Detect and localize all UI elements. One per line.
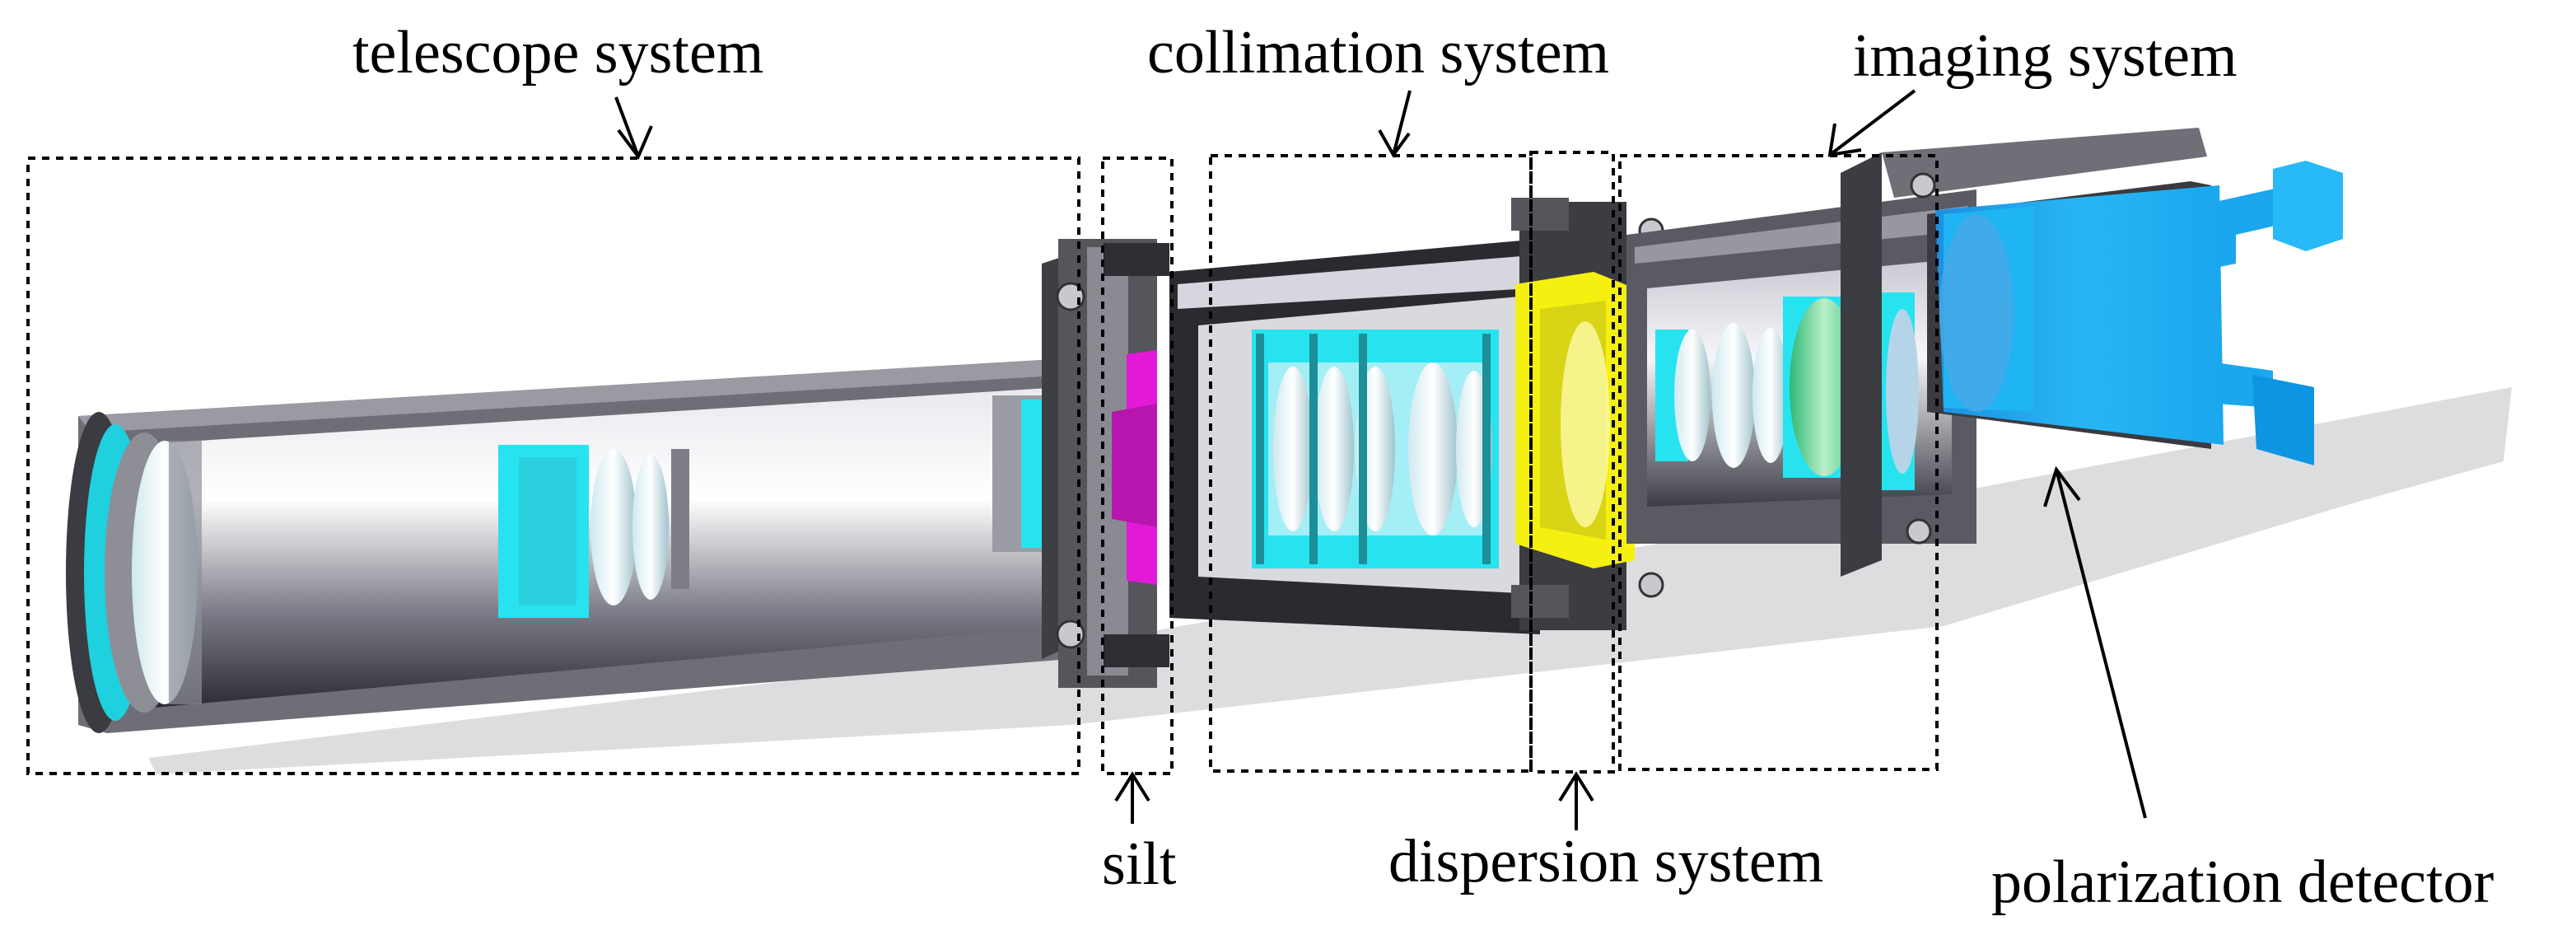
shadow xyxy=(148,387,2512,774)
polarization-detector xyxy=(1927,161,2343,465)
dispersion-arrow xyxy=(1558,771,1594,830)
dispersion-system-box xyxy=(1529,151,1615,774)
imaging-arrow xyxy=(1827,89,1916,157)
slit-arrow xyxy=(1114,771,1150,824)
dispersion-module xyxy=(1511,198,1664,630)
slit-module xyxy=(1042,239,1169,688)
slit-box xyxy=(1101,157,1174,775)
polarization-detector-label: polarization detector xyxy=(1991,849,2494,916)
imaging-system-box xyxy=(1618,154,1939,771)
collimation-arrow xyxy=(1378,90,1412,158)
telescope-system-box xyxy=(26,157,1080,775)
collimation-housing xyxy=(1169,239,1540,634)
collimation-system-label: collimation system xyxy=(1147,19,1609,86)
slit-label: silt xyxy=(1102,830,1177,898)
collimation-system-box xyxy=(1209,154,1533,773)
imaging-housing xyxy=(1626,128,2207,577)
telescope-system-label: telescope system xyxy=(352,19,763,86)
dispersion-system-label: dispersion system xyxy=(1388,828,1823,895)
detector-arrow xyxy=(2043,465,2147,819)
imaging-system-label: imaging system xyxy=(1853,22,2238,90)
telescope-housing xyxy=(66,358,1071,733)
telescope-arrow xyxy=(614,96,653,160)
